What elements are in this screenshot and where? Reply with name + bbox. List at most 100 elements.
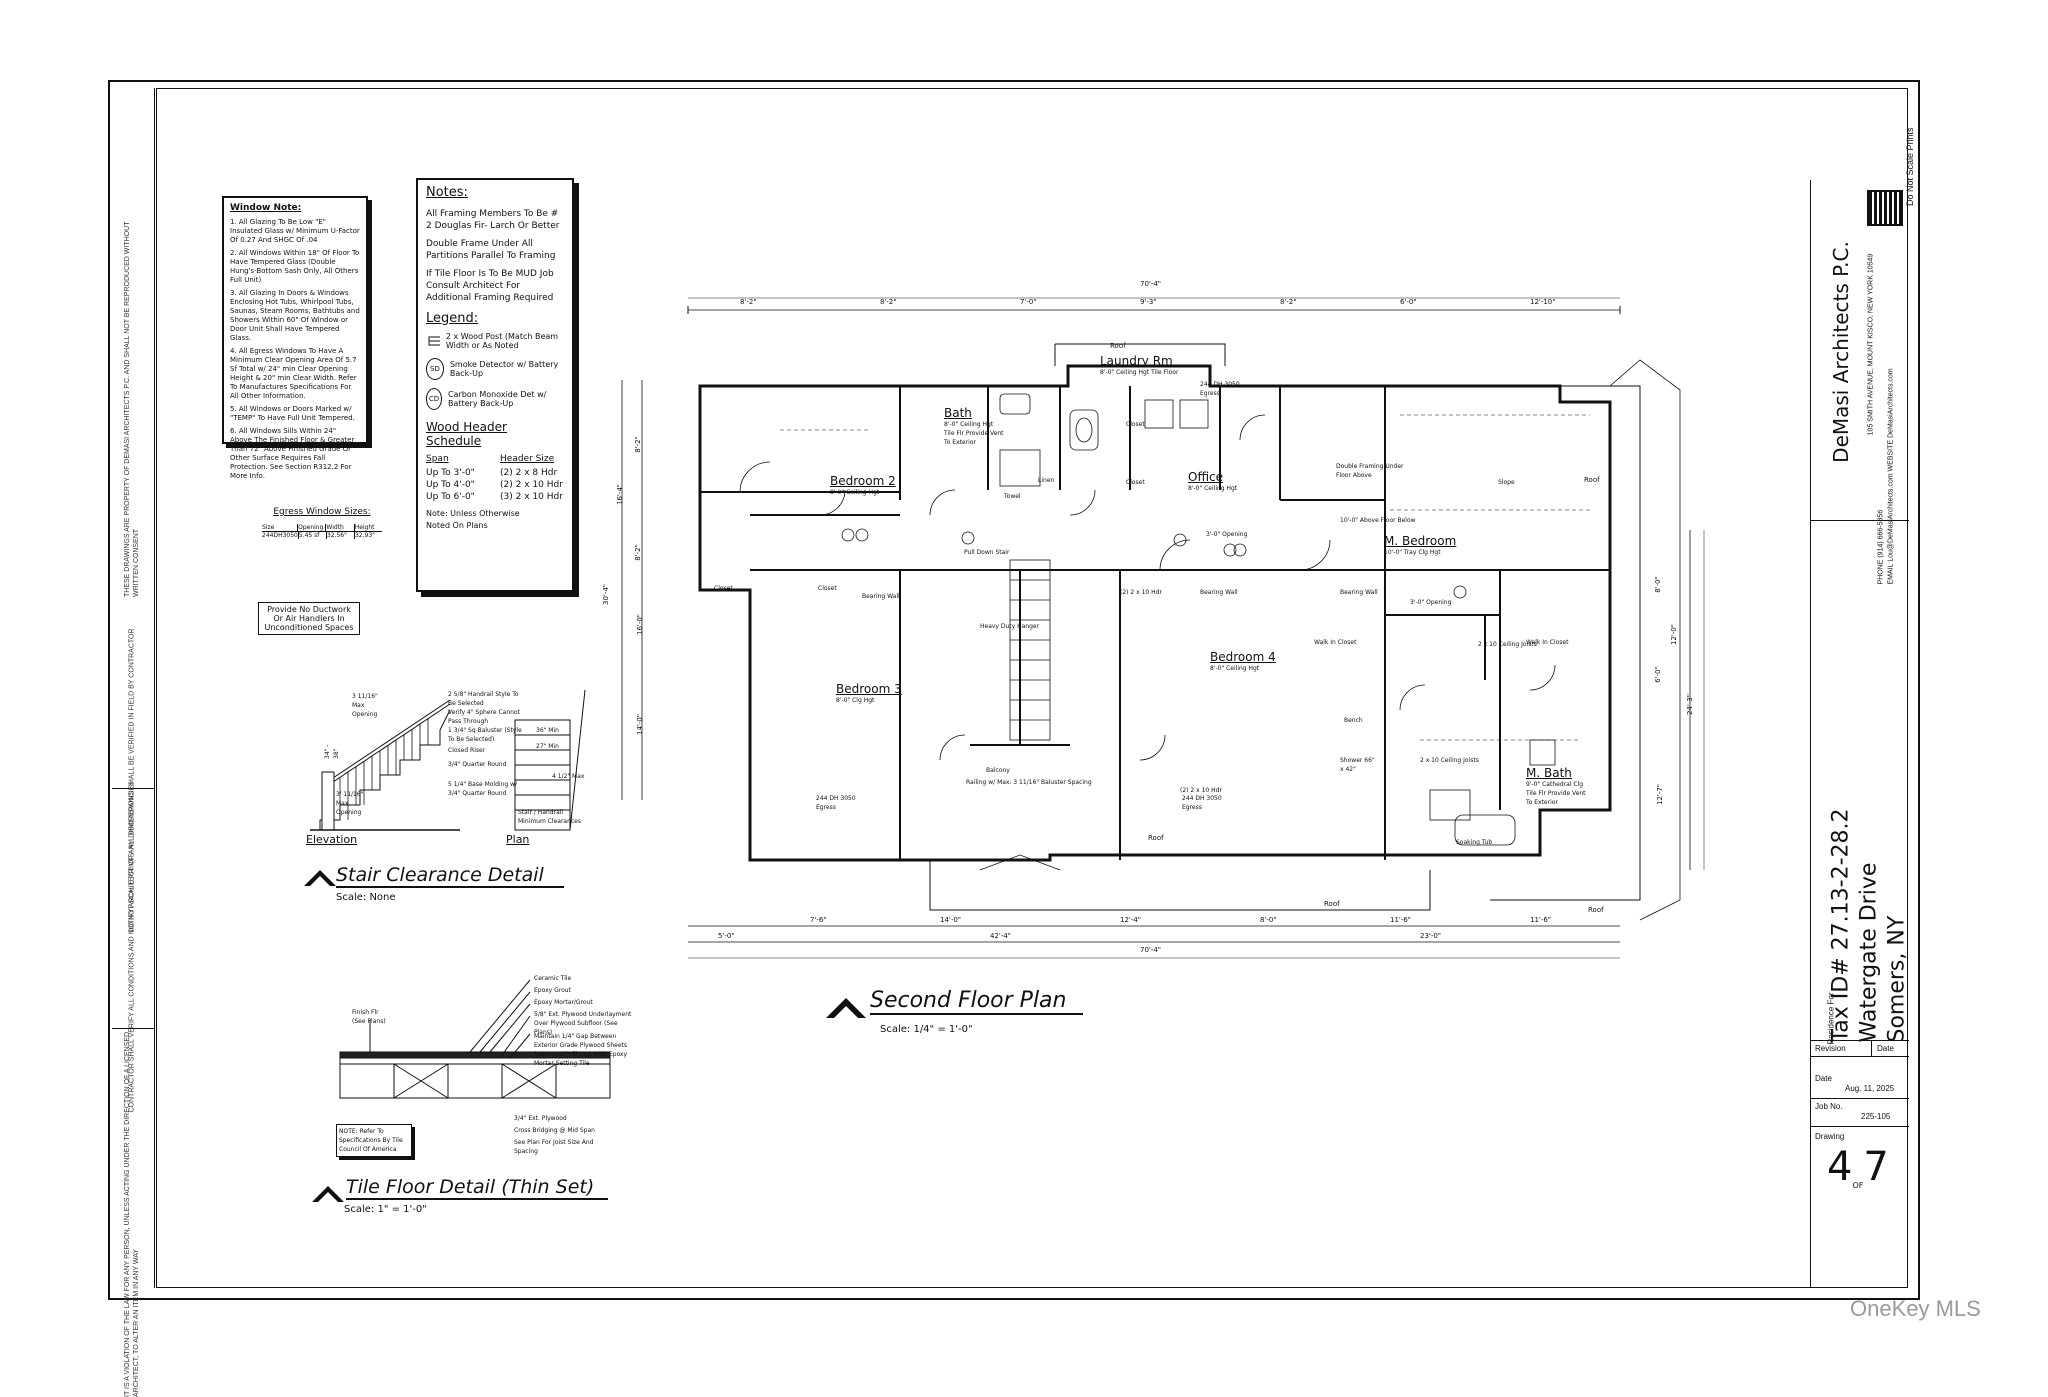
right-dim: 12'-7" (1656, 783, 1665, 806)
right-dim: 8'-0" (1653, 576, 1662, 593)
room-sub: 8'-0" Clg Hgt (836, 697, 875, 704)
stair-note: 2 5/8" Handrail Style To Be Selected (448, 691, 519, 707)
stair-detail-drawing (310, 689, 586, 831)
co-detector-icon: CD (426, 388, 442, 410)
top-dim: 7'-0" (1020, 298, 1037, 306)
side-note-4: IT IS A VIOLATION OF THE LAW FOR ANY PER… (124, 1031, 140, 1397)
header-col: Span (426, 454, 449, 464)
railing-label: Railing w/ Max. 3 11/16" Baluster Spacin… (966, 779, 1092, 786)
revision-date-label: Date (1877, 1044, 1894, 1053)
tile-detail-drawing (339, 979, 611, 1099)
drawing-of: OF (1852, 1181, 1864, 1190)
room-name: Bedroom 4 (1210, 650, 1276, 664)
room-sub: 8'-0" Ceiling Hgt Tile Floor (1100, 369, 1179, 376)
towel-label: Towel (1004, 493, 1021, 500)
top-dim: 6'-0" (1400, 298, 1417, 306)
tile-detail-title: Tile Floor Detail (Thin Set) (346, 1176, 609, 1200)
room-sub: 9'-0" Cathedral Clg Tile Flr Provide Ven… (1526, 781, 1586, 806)
egress-title: Egress Window Sizes: (273, 507, 371, 517)
header-schedule-head: Span Header Size (426, 454, 564, 464)
closet-label: Closet (818, 585, 837, 592)
title-triangle-icon (312, 1186, 344, 1202)
title-triangle-icon (304, 870, 336, 886)
roof-label: Roof (1324, 900, 1340, 908)
closet-label: Closet (1126, 421, 1145, 428)
legend-title: Legend: (426, 311, 479, 326)
shower-label: Shower 66" x 42" (1340, 757, 1375, 773)
header-span: Up To 4'-0" (426, 480, 475, 490)
stair-plan-label: Plan (506, 833, 530, 846)
room-bedroom-4: Bedroom 4 8'-0" Ceiling Hgt (1210, 650, 1276, 673)
second-floor-plan (621, 297, 1705, 959)
stair-note: Verify 4" Sphere Cannot Pass Through (448, 709, 520, 725)
egress-cell: 32.93" (354, 532, 375, 539)
roof-label: Roof (1148, 834, 1164, 842)
qr-code-icon (1867, 190, 1903, 226)
window-note-item: 1. All Glazing To Be Low "E" Insulated G… (230, 218, 360, 244)
room-bedroom-2: Bedroom 2 8'-0" Ceiling Hgt (830, 474, 896, 497)
bottom-dim: 11'-6" (1530, 916, 1552, 924)
window-note-item: 2. All Windows Within 18" Of Floor To Ha… (230, 249, 360, 284)
walk-in-closet: Walk In Closet (1314, 639, 1357, 646)
legend-row: CD Carbon Monoxide Det w/ Battery Back-U… (426, 388, 564, 410)
firm-name: DeMasi Architects P.C. (1829, 241, 1853, 463)
right-dim: 24'-3" (1686, 693, 1695, 716)
tile-layer: Ceramic Tile (534, 975, 572, 982)
drawing-number: 4OF7 (1827, 1144, 1889, 1190)
walk-in-closet: Walk In Closet (1526, 639, 1569, 646)
roof-label: Roof (1588, 906, 1604, 914)
stair-note: 3/4" Quarter Round (448, 761, 507, 768)
bottom-dim2: 5'-0" (718, 932, 735, 940)
egress-cell: 32.56" (327, 532, 355, 539)
drawing-num: 4 (1827, 1144, 1853, 1190)
top-dim: 8'-2" (1280, 298, 1297, 306)
window-note-title: Window Note: (230, 203, 302, 213)
room-name: Bedroom 3 (836, 682, 902, 696)
tile-layer: 3/4" Ext. Plywood (514, 1115, 567, 1122)
room-name: M. Bedroom (1384, 534, 1457, 548)
drawing-label: Drawing (1815, 1132, 1845, 1141)
window-note-box: Window Note: 1. All Glazing To Be Low "E… (222, 196, 368, 480)
egress-label: 244 DH 3050 Egress (816, 795, 856, 811)
balcony-label: Balcony (986, 767, 1010, 774)
tile-layer: Epoxy Mortar/Grout (534, 999, 593, 1006)
egress-col: Opening (298, 524, 327, 531)
egress-col: Height (354, 524, 375, 531)
town: Somers, NY (1884, 915, 1910, 1043)
linen-label: Linen (1038, 477, 1055, 484)
room-name: M. Bath (1526, 766, 1572, 780)
tub-label: Soaking Tub (1456, 839, 1493, 846)
header-schedule-title: Wood Header Schedule (426, 420, 507, 448)
smoke-detector-icon: SD (426, 358, 444, 380)
egress-cell: 244DH3050 (262, 532, 299, 539)
egress-cell: 5.45 sf (299, 532, 327, 539)
stair-note: 5 1/4" Base Molding w/ 3/4" Quarter Roun… (448, 781, 518, 797)
stair-detail-title: Stair Clearance Detail (336, 864, 564, 888)
header-size: (2) 2 x 10 Hdr (500, 480, 563, 490)
right-dim: 12'-0" (1670, 623, 1679, 646)
room-master-bedroom: M. Bedroom 10'-0" Tray Clg Hgt (1384, 534, 1456, 557)
room-sub: 10'-0" Tray Clg Hgt (1384, 549, 1441, 556)
window-note-item: 6. All Windows Sills Within 24" Above Th… (230, 427, 355, 480)
tile-layer: 5/8" Ext. Plywood Underlayment Over Plyw… (534, 1011, 632, 1036)
top-dim: 8'-2" (740, 298, 757, 306)
revision-block: Revision Date Date Aug. 11, 2025 Job No.… (1811, 1040, 1909, 1288)
egress-row: 244DH3050 5.45 sf 32.56" 32.93" (262, 532, 382, 539)
room-name: Bath (944, 406, 972, 420)
room-name: Laundry Rm (1100, 354, 1173, 368)
bottom-dim2: 23'-0" (1420, 932, 1442, 940)
stair-plan-note: 27" Min (536, 743, 559, 750)
duct-note-text: Provide No Ductwork Or Air Handlers In U… (264, 605, 354, 632)
notes-item: If Tile Floor Is To Be MUD Job Consult A… (426, 269, 554, 303)
bearing-wall-label: Bearing Wall (862, 593, 900, 600)
drawing-total: 7 (1863, 1144, 1889, 1190)
room-office: Office 8'-0" Ceiling Hgt (1188, 470, 1237, 493)
joist-label: 2 x 10 Ceiling Joists (1420, 757, 1479, 764)
stair-elevation-label: Elevation (306, 833, 358, 846)
top-dim: 12'-10" (1530, 298, 1556, 306)
revision-label: Revision (1815, 1044, 1846, 1053)
drawing-frame (156, 88, 1908, 1288)
stair-left-note: 34" - 38" (324, 744, 340, 759)
plan-scale: Scale: 1/4" = 1'-0" (880, 1024, 973, 1035)
heavy-duty-label: Heavy Duty Hanger (980, 623, 1040, 630)
